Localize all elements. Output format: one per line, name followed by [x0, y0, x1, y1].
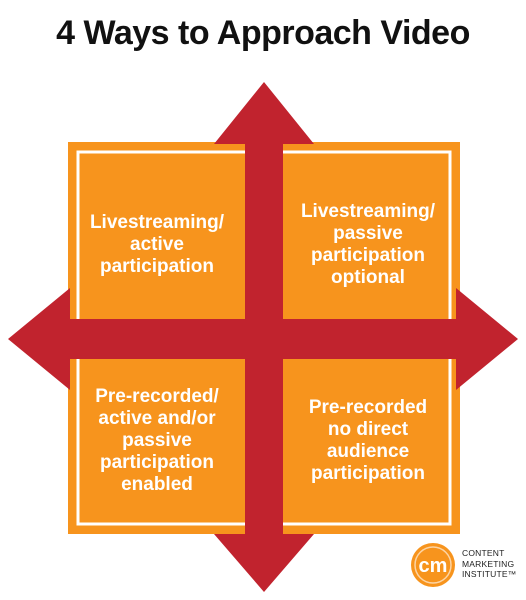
quadrant-line: active: [130, 234, 184, 255]
quadrant-line: enabled: [121, 474, 193, 495]
quadrant-line: participation: [310, 463, 425, 484]
quadrant-bottom-left: Pre-recorded/ active and/or passive part…: [73, 356, 241, 526]
quadrant-bottom-left-label: Pre-recorded/ active and/or passive part…: [95, 386, 219, 496]
quadrant-line: passive: [333, 223, 403, 244]
cmi-logo-icon: cm: [411, 543, 455, 587]
quadrant-line: passive: [122, 430, 192, 451]
quadrant-top-right-label: Livestreaming/ passive participation opt…: [301, 201, 435, 289]
quadrant-top-left-label: Livestreaming/ active participation: [90, 212, 224, 278]
quadrant-line: participation: [99, 452, 214, 473]
cmi-logo-line: MARKETING: [462, 558, 515, 569]
quadrant-line: audience: [326, 441, 410, 462]
quadrant-line: Livestreaming/: [300, 201, 436, 222]
cmi-logo-wordmark: CONTENT MARKETING INSTITUTE™: [462, 548, 516, 580]
quadrant-line: Pre-recorded: [308, 397, 428, 418]
quadrant-top-left: Livestreaming/ active participation: [73, 150, 241, 340]
cmi-logo-monogram: cm: [419, 555, 448, 577]
cmi-logo: cm CONTENT MARKETING INSTITUTE™: [410, 542, 520, 592]
cmi-logo-line: INSTITUTE™: [462, 569, 517, 579]
quadrant-bottom-right-label: Pre-recorded no direct audience particip…: [309, 397, 427, 485]
quadrant-line: optional: [331, 267, 405, 288]
quadrant-line: Pre-recorded/: [95, 386, 219, 407]
quadrant-line: no direct: [327, 419, 409, 440]
page-title: 4 Ways to Approach Video: [56, 14, 470, 52]
vertical-double-arrow: [214, 82, 314, 592]
quadrant-top-right: Livestreaming/ passive participation opt…: [284, 150, 452, 340]
cmi-logo-line: CONTENT: [462, 548, 505, 558]
quadrant-line: active and/or: [98, 408, 216, 429]
quadrant-bottom-right: Pre-recorded no direct audience particip…: [284, 356, 452, 526]
quadrant-line: participation: [310, 245, 425, 266]
quadrant-line: Livestreaming/: [89, 212, 225, 233]
quadrant-line: participation: [99, 256, 214, 277]
